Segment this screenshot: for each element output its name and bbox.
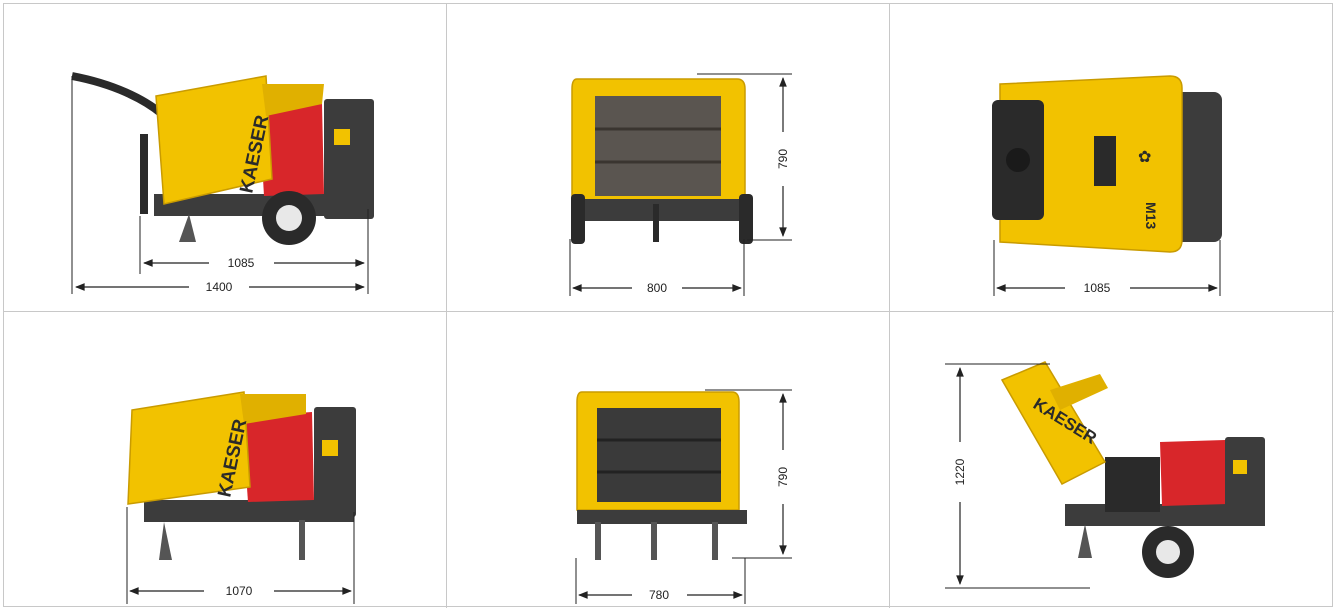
top-view-drawing: M13 ✿ 1085: [992, 75, 1222, 296]
hood: [127, 391, 251, 505]
view-rear-on-feet: 790 780: [447, 312, 890, 608]
side-view-drawing: KAESER 1085 1400: [71, 72, 374, 294]
dim-label-height: 790: [776, 149, 790, 169]
dim-label-height: 790: [776, 467, 790, 487]
support-foot: [651, 522, 657, 560]
engine-cover: [1160, 440, 1228, 506]
control-panel-icon: [334, 129, 350, 145]
view-side-on-feet: KAESER 1070: [4, 312, 447, 608]
control-panel-icon: [1233, 460, 1247, 474]
rear-feet-drawing: 790 780: [575, 389, 792, 604]
hood: [155, 75, 273, 205]
hood-top: [1050, 374, 1108, 410]
dimension-drawing-grid: KAESER 1085 1400: [3, 3, 1334, 608]
body-top: [999, 75, 1183, 253]
hood-top: [262, 84, 324, 116]
side-feet-drawing: KAESER 1070: [126, 391, 356, 604]
view-side-hood-open: KAESER 1220: [890, 312, 1334, 608]
frame: [577, 510, 747, 524]
grille: [595, 96, 721, 196]
support-foot: [712, 522, 718, 560]
dim-label-height: 1220: [953, 458, 967, 485]
frame: [577, 199, 742, 221]
dim-label-width: 780: [649, 588, 669, 602]
view-rear-with-drawbar: 790 800: [447, 4, 890, 312]
wheel-hub: [1156, 540, 1180, 564]
support-foot: [299, 520, 305, 560]
wheel-left: [571, 194, 585, 244]
dim-label-width: 800: [647, 281, 667, 295]
wheel-right: [739, 194, 753, 244]
hood-top: [240, 394, 306, 424]
engine-cover: [259, 104, 324, 196]
hood-open-drawing: KAESER 1220: [945, 361, 1265, 589]
model-badge: M13: [1143, 202, 1159, 229]
view-top: M13 ✿ 1085: [890, 4, 1334, 312]
drawbar-stand: [140, 134, 148, 214]
engine-cover: [242, 412, 314, 502]
control-box: [314, 407, 356, 517]
support-foot: [653, 204, 659, 242]
air-intake: [1006, 148, 1030, 172]
wheel-hub: [276, 205, 302, 231]
frame: [144, 500, 354, 522]
rear-view-drawing: 790 800: [569, 73, 792, 296]
dim-label-length: 1085: [1084, 281, 1111, 295]
control-box: [324, 99, 374, 219]
recycling-icon: ✿: [1138, 149, 1151, 166]
support-foot: [179, 214, 196, 242]
control-panel-icon: [322, 440, 338, 456]
view-side-with-drawbar: KAESER 1085 1400: [4, 4, 447, 312]
support-foot: [159, 522, 172, 560]
drawbar: [71, 72, 165, 118]
dim-label-inner-length: 1085: [228, 256, 255, 270]
grille: [597, 408, 721, 502]
cap: [1094, 136, 1116, 186]
dim-label-overall-length: 1400: [206, 280, 233, 294]
engine-block: [1105, 457, 1160, 512]
dim-label-length: 1070: [226, 584, 253, 598]
hood-open: [1000, 361, 1107, 485]
support-foot: [595, 522, 601, 560]
support-foot: [1078, 524, 1092, 558]
